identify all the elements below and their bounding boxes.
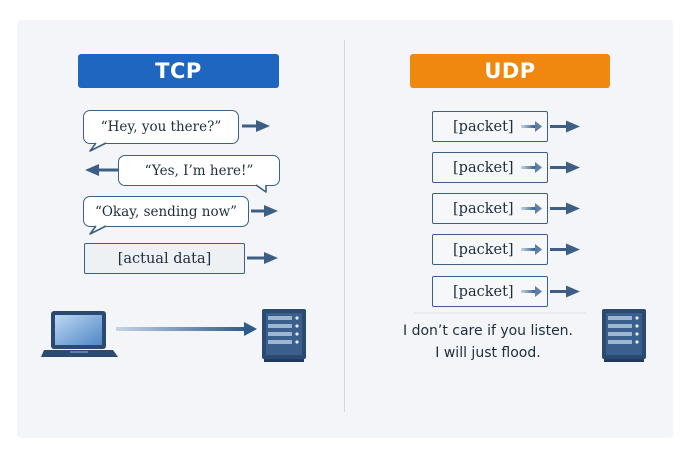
udp-packet: [packet]: [432, 276, 548, 307]
arrow-right-icon: [242, 120, 270, 132]
udp-caption-line-1: I don’t care if you listen.: [402, 323, 574, 339]
laptop-icon: [41, 311, 118, 357]
udp-header: UDP: [410, 54, 610, 88]
arrow-right-icon: [550, 202, 580, 215]
diagram-background: [17, 20, 673, 438]
tcp-message-ack: “Okay, sending now”: [83, 196, 249, 227]
packet-inner-arrow-icon: [521, 244, 542, 255]
arrow-left-icon: [85, 164, 118, 176]
arrow-right-icon: [247, 252, 278, 264]
transfer-arrow-icon: [116, 322, 257, 336]
udp-caption: I don’t care if you listen. I will just …: [396, 320, 580, 364]
bubble-tail: [89, 142, 107, 152]
column-divider: [344, 40, 345, 412]
tcp-message-syn-ack: “Yes, I’m here!”: [118, 155, 280, 186]
packet-inner-arrow-icon: [521, 203, 542, 214]
tcp-header: TCP: [78, 54, 279, 88]
arrow-right-icon: [550, 243, 580, 256]
tcp-message-syn: “Hey, you there?”: [83, 110, 239, 144]
bubble-tail: [255, 184, 267, 193]
arrow-right-icon: [251, 205, 278, 217]
packet-inner-arrow-icon: [521, 121, 542, 132]
arrow-right-icon: [550, 161, 580, 174]
packet-arrows: [521, 120, 580, 298]
udp-caption-line-2: I will just flood.: [435, 345, 541, 361]
arrow-right-icon: [550, 285, 580, 298]
arrow-right-icon: [550, 120, 580, 133]
packet-inner-arrow-icon: [521, 162, 542, 173]
udp-packet: [packet]: [432, 111, 548, 142]
tcp-data-box: [actual data]: [84, 243, 245, 274]
server-icon: [602, 309, 646, 362]
server-icon: [262, 309, 306, 362]
packet-inner-arrow-icon: [521, 286, 542, 297]
bubble-tail: [89, 225, 107, 235]
